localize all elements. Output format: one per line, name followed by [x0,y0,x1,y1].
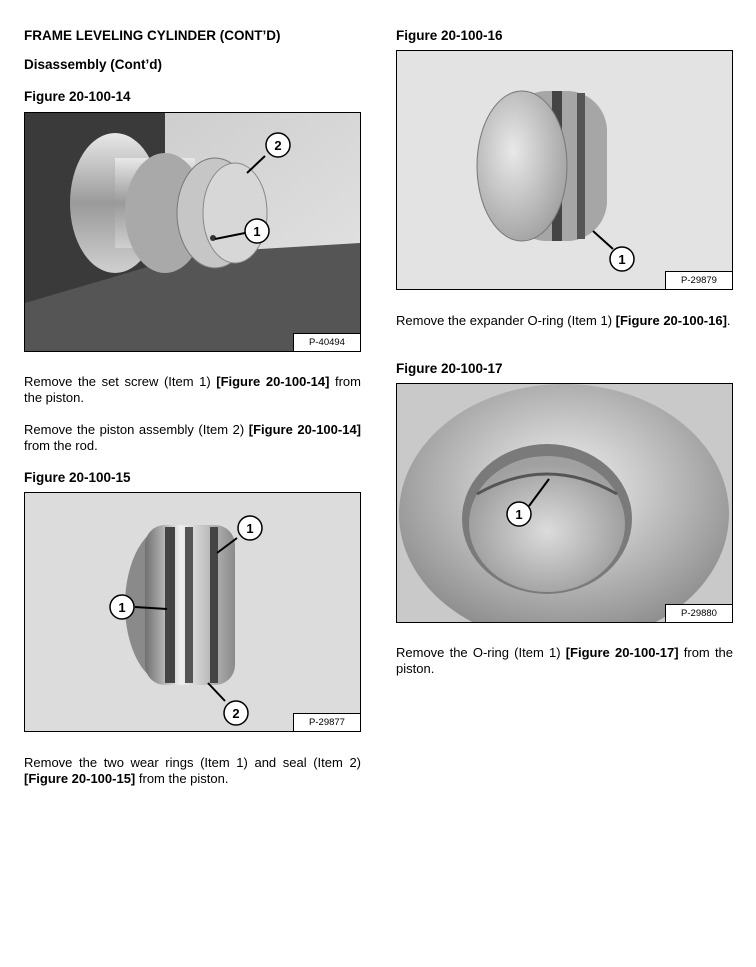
figure-caption-17: Figure 20-100-17 [396,361,503,376]
callout-2: 2 [246,132,291,174]
figure-reference: [Figure 20-100-17] [565,645,679,660]
instruction-paragraph: Remove the expander O-ring (Item 1) [Fig… [396,313,731,328]
svg-text:1: 1 [618,252,625,267]
svg-text:1: 1 [246,521,253,536]
figure-20-100-15-photo: 1 1 2 P-29877 [24,492,361,732]
instruction-paragraph: Remove the O-ring (Item 1) [Figure 20-10… [396,645,734,676]
instruction-paragraph: Remove the two wear rings (Item 1) and s… [24,755,361,786]
figure-caption-15: Figure 20-100-15 [24,470,131,485]
instruction-paragraph: Remove the piston assembly (Item 2) [Fig… [24,422,362,453]
figure-reference: [Figure 20-100-16] [615,313,727,328]
svg-text:2: 2 [274,138,281,153]
callout-1: 1 [216,515,263,554]
figure-20-100-14-photo: 2 1 P-40494 [24,112,361,352]
photo-code: P-29877 [293,713,360,731]
instruction-paragraph: Remove the set screw (Item 1) [Figure 20… [24,374,361,405]
figure-reference: [Figure 20-100-15] [24,771,136,786]
figure-20-100-16-photo: 1 P-29879 [396,50,733,290]
figure-20-100-17-photo: 1 P-29880 [396,383,733,623]
svg-text:1: 1 [253,224,260,239]
callout-1: 1 [214,218,270,244]
svg-text:1: 1 [118,600,125,615]
figure-caption-14: Figure 20-100-14 [24,89,131,104]
figure-caption-16: Figure 20-100-16 [396,28,503,43]
section-title: FRAME LEVELING CYLINDER (CONT’D) [24,28,281,43]
callout-1: 1 [592,230,635,272]
callout-2: 2 [207,682,249,726]
photo-code: P-29879 [665,271,732,289]
callout-1: 1 [506,478,550,527]
photo-code: P-29880 [665,604,732,622]
figure-reference: [Figure 20-100-14] [248,422,362,437]
callout-1: 1 [109,594,168,620]
svg-text:2: 2 [232,706,239,721]
svg-text:1: 1 [515,507,522,522]
subsection-title: Disassembly (Cont’d) [24,57,163,72]
figure-reference: [Figure 20-100-14] [216,374,330,389]
photo-code: P-40494 [293,333,360,351]
